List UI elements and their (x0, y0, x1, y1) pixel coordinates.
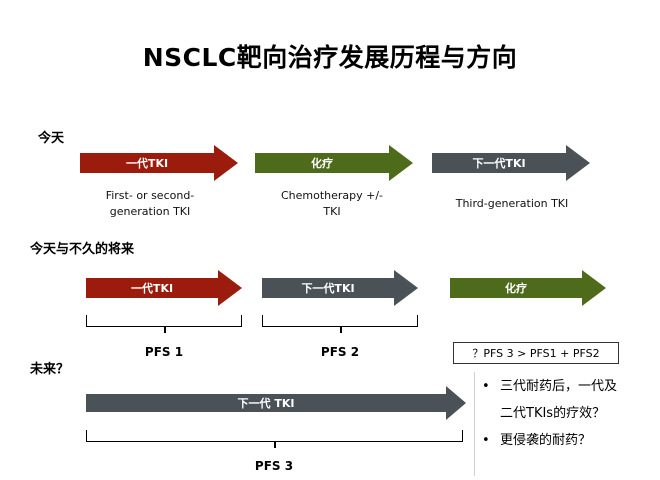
arrow-shape (86, 270, 242, 306)
arrow-label: 下一代TKI (472, 157, 526, 170)
question-item: 三代耐药后，一代及 (478, 373, 658, 400)
bracket-tick (274, 441, 276, 448)
arrow-shape (80, 145, 238, 181)
arrow-label: 一代TKI (125, 157, 169, 170)
questions-list: 三代耐药后，一代及 二代TKIs的疗效？ 更侵袭的耐药？ (478, 373, 658, 454)
section-label-today: 今天 (38, 131, 65, 146)
arrow-label: 化疗 (505, 282, 527, 295)
pfs-formula-text: ？PFS 3 > PFS1 + PFS2 (472, 347, 600, 360)
desc-line: Chemotherapy +/- (280, 189, 384, 202)
page-title: NSCLC靶向治疗发展历程与方向 (142, 43, 518, 72)
arrow-near-chemo: 化疗 (450, 270, 606, 306)
pfs2-label: PFS 2 (320, 345, 360, 359)
arrow-shape (262, 270, 418, 306)
bracket-tick (164, 326, 166, 333)
desc-line: generation TKI (109, 205, 191, 218)
arrow-near-first-gen-tki: 一代TKI (86, 270, 242, 306)
section-label-near-future: 今天与不久的将来 (30, 242, 135, 257)
arrow-label: 一代TKI (130, 282, 174, 295)
desc-next-gen-tki: Third-generation TKI (432, 196, 592, 212)
arrow-today-chemo: 化疗 (255, 145, 413, 181)
arrow-today-next-gen-tki: 下一代TKI (432, 145, 590, 181)
question-item: 更侵袭的耐药？ (478, 427, 658, 454)
desc-line: First- or second- (105, 189, 195, 202)
desc-first-gen-tki: First- or second- generation TKI (70, 188, 230, 220)
arrow-near-next-gen-tki: 下一代TKI (262, 270, 418, 306)
pfs-formula-box: ？PFS 3 > PFS1 + PFS2 (453, 342, 619, 364)
pfs1-label: PFS 1 (144, 345, 184, 359)
arrow-future-next-gen-tki: 下一代 TKI (86, 386, 466, 420)
pfs3-label: PFS 3 (254, 459, 294, 473)
separator-line (474, 372, 475, 476)
bracket-tick (340, 326, 342, 333)
section-label-future: 未来？ (30, 362, 70, 377)
arrow-label: 化疗 (311, 157, 333, 170)
arrow-label: 下一代 TKI (237, 397, 295, 410)
desc-line: Third-generation TKI (455, 197, 569, 210)
desc-chemo: Chemotherapy +/- TKI (252, 188, 412, 220)
arrow-shape (450, 270, 606, 306)
arrow-shape (255, 145, 413, 181)
question-item-continuation: 二代TKIs的疗效？ (500, 406, 606, 421)
arrow-label: 下一代TKI (301, 282, 355, 295)
arrow-shape (86, 386, 466, 420)
arrow-today-first-gen-tki: 一代TKI (80, 145, 238, 181)
desc-line: TKI (323, 205, 341, 218)
arrow-shape (432, 145, 590, 181)
